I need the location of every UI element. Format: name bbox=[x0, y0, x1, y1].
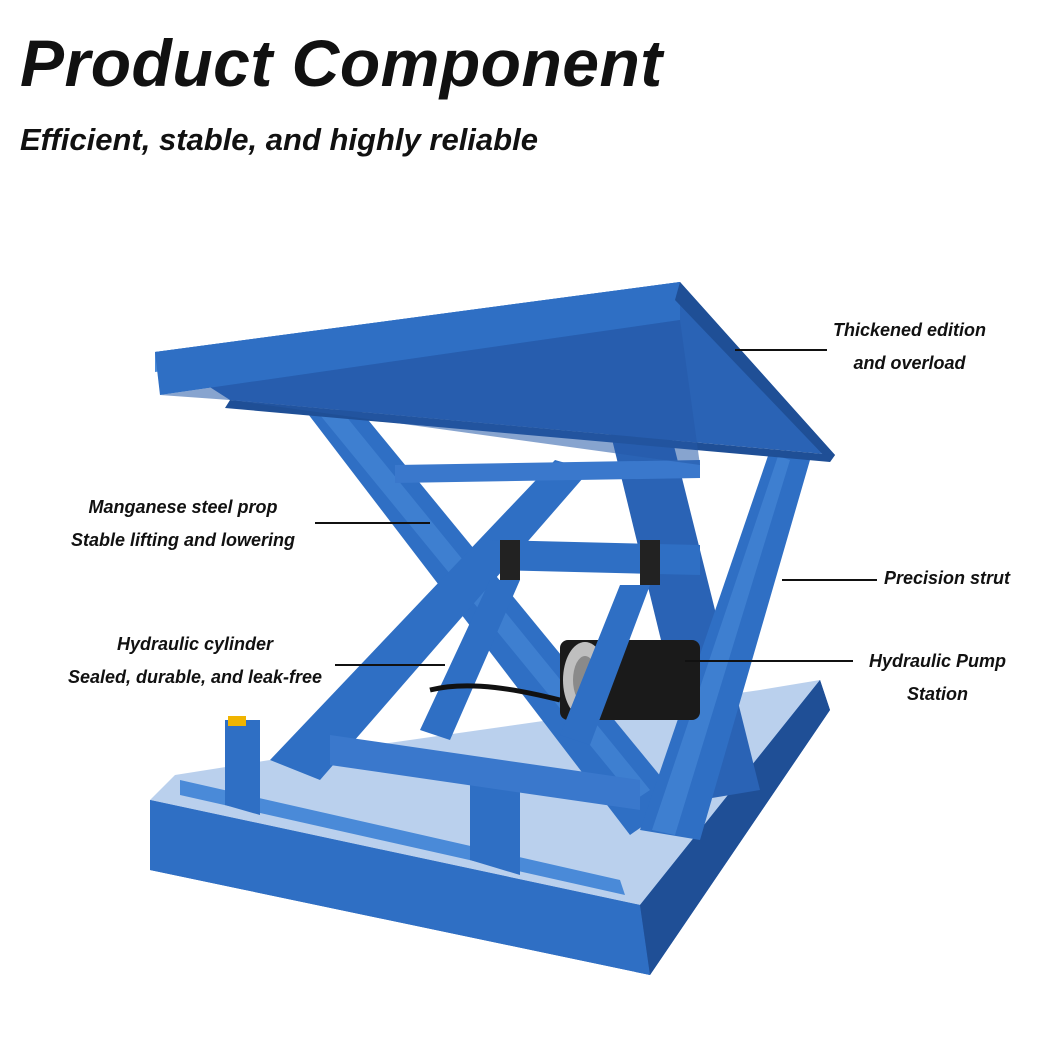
callout-precision-strut: Precision strut bbox=[884, 562, 1010, 595]
callout-cylinder-line1: Hydraulic cylinder bbox=[116, 634, 274, 654]
callout-hydraulic-pump-station: Hydraulic Pump Station bbox=[855, 645, 1020, 711]
callout-pump-line2: Station bbox=[907, 684, 968, 704]
hydraulic-cylinders bbox=[420, 540, 660, 745]
base-frame bbox=[150, 680, 830, 975]
callout-hydraulic-cylinder: Hydraulic cylinder Sealed, durable, and … bbox=[50, 628, 340, 694]
callout-precision-line1: Precision strut bbox=[884, 568, 1011, 588]
callout-manganese-steel-prop: Manganese steel prop Stable lifting and … bbox=[55, 491, 311, 557]
callout-leader-cylinder bbox=[335, 664, 445, 666]
platform-top bbox=[155, 282, 835, 465]
callout-cylinder-line2: Sealed, durable, and leak-free bbox=[67, 667, 323, 687]
callout-thickened-edition: Thickened edition and overload bbox=[822, 314, 997, 380]
callout-leader-precision bbox=[782, 579, 877, 581]
callout-leader-pump bbox=[685, 660, 853, 662]
callout-thickened-line2: and overload bbox=[853, 353, 966, 373]
callout-pump-line1: Hydraulic Pump bbox=[868, 651, 1007, 671]
callout-manganese-line1: Manganese steel prop bbox=[88, 497, 278, 517]
callout-thickened-line1: Thickened edition bbox=[832, 320, 987, 340]
callout-leader-manganese bbox=[315, 522, 430, 524]
page-subtitle: Efficient, stable, and highly reliable bbox=[20, 122, 538, 157]
callout-leader-thickened bbox=[735, 349, 827, 351]
page-title: Product Component bbox=[20, 26, 663, 100]
callout-manganese-line2: Stable lifting and lowering bbox=[70, 530, 295, 550]
